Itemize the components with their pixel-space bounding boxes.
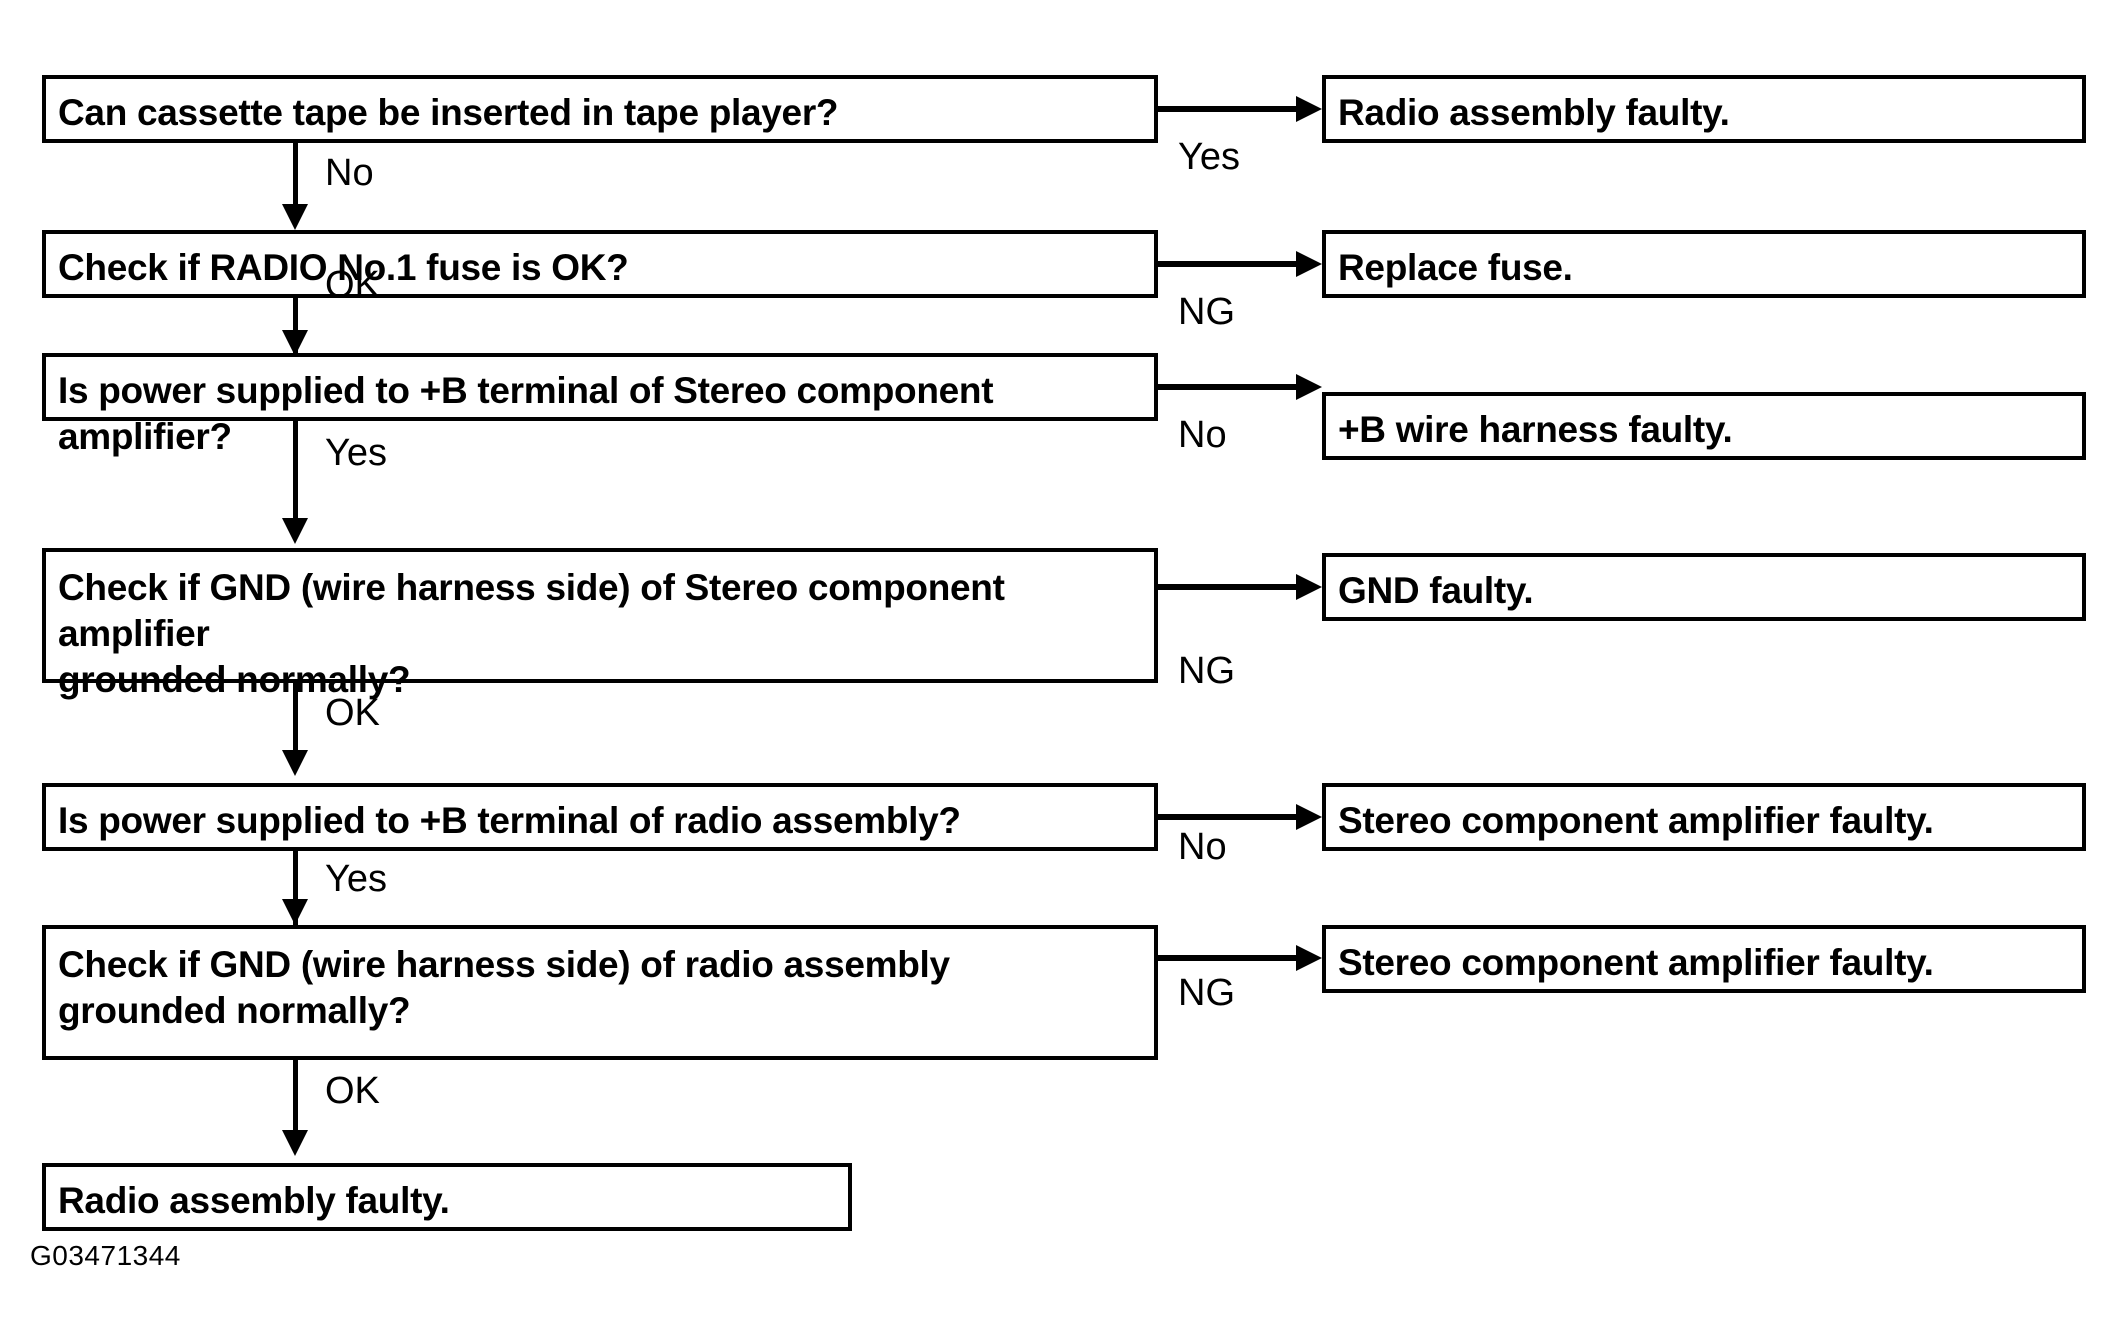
- edge-arrowhead-q3-to-q4: [282, 518, 308, 544]
- edge-line-q4-to-r4: [1158, 584, 1306, 590]
- edge-label-q2-ng: NG: [1178, 291, 1235, 333]
- edge-label-q5-yes: Yes: [325, 858, 387, 900]
- edge-line-q3-to-q4: [293, 421, 298, 523]
- edge-label-q6-ng: NG: [1178, 972, 1235, 1014]
- edge-arrowhead-q1-to-r1: [1296, 96, 1322, 122]
- result-node-gnd-faulty: GND faulty.: [1322, 553, 2086, 621]
- result-node-replace-fuse: Replace fuse.: [1322, 230, 2086, 298]
- edge-label-q2-ok: OK: [325, 264, 380, 306]
- edge-arrowhead-q6-to-q7: [282, 1130, 308, 1156]
- decision-node-power-b-terminal-radio: Is power supplied to +B terminal of radi…: [42, 783, 1158, 851]
- edge-line-q6-to-r6: [1158, 955, 1306, 961]
- decision-node-radio-fuse: Check if RADIO No.1 fuse is OK?: [42, 230, 1158, 298]
- edge-label-q3-yes: Yes: [325, 432, 387, 474]
- edge-line-q1-to-r1: [1158, 106, 1306, 112]
- edge-label-q4-ok: OK: [325, 692, 380, 734]
- result-node-stereo-amplifier-faulty-2: Stereo component amplifier faulty.: [1322, 925, 2086, 993]
- edge-label-q5-no: No: [1178, 826, 1227, 868]
- edge-line-q5-to-r5: [1158, 814, 1306, 820]
- edge-line-q3-to-r3: [1158, 384, 1306, 390]
- edge-line-q1-to-q2: [293, 143, 298, 211]
- result-node-stereo-amplifier-faulty-1: Stereo component amplifier faulty.: [1322, 783, 2086, 851]
- edge-label-q3-no: No: [1178, 414, 1227, 456]
- edge-label-q1-yes: Yes: [1178, 136, 1240, 178]
- decision-node-cassette-tape: Can cassette tape be inserted in tape pl…: [42, 75, 1158, 143]
- edge-arrowhead-q4-to-r4: [1296, 574, 1322, 600]
- decision-node-gnd-amplifier: Check if GND (wire harness side) of Ster…: [42, 548, 1158, 700]
- edge-arrowhead-q2-to-q3: [282, 330, 308, 356]
- edge-arrowhead-q5-to-r5: [1296, 804, 1322, 830]
- edge-label-q4-ng: NG: [1178, 650, 1235, 692]
- edge-line-q6-to-q7: [293, 1060, 298, 1136]
- figure-reference-id: G03471344: [30, 1240, 181, 1271]
- edge-line-q2-to-q3: [293, 298, 298, 361]
- decision-node-gnd-radio-assembly: Check if GND (wire harness side) of radi…: [42, 925, 1158, 1060]
- edge-label-q1-no: No: [325, 152, 374, 194]
- edge-label-q6-ok: OK: [325, 1070, 380, 1112]
- edge-line-q5-to-q6: [293, 851, 298, 929]
- edge-line-q2-to-r2: [1158, 261, 1306, 267]
- result-node-radio-assembly-faulty-2: Radio assembly faulty.: [42, 1163, 852, 1231]
- edge-arrowhead-q4-to-q5: [282, 750, 308, 776]
- result-node-radio-assembly-faulty-1: Radio assembly faulty.: [1322, 75, 2086, 143]
- edge-arrowhead-q6-to-r6: [1296, 945, 1322, 971]
- edge-line-q4-to-q5: [293, 683, 298, 755]
- edge-arrowhead-q3-to-r3: [1296, 374, 1322, 400]
- decision-node-power-b-terminal-amplifier: Is power supplied to +B terminal of Ster…: [42, 353, 1158, 457]
- edge-arrowhead-q2-to-r2: [1296, 251, 1322, 277]
- edge-arrowhead-q5-to-q6: [282, 899, 308, 925]
- edge-arrowhead-q1-to-q2: [282, 204, 308, 230]
- result-node-b-wire-harness-faulty: +B wire harness faulty.: [1322, 392, 2086, 460]
